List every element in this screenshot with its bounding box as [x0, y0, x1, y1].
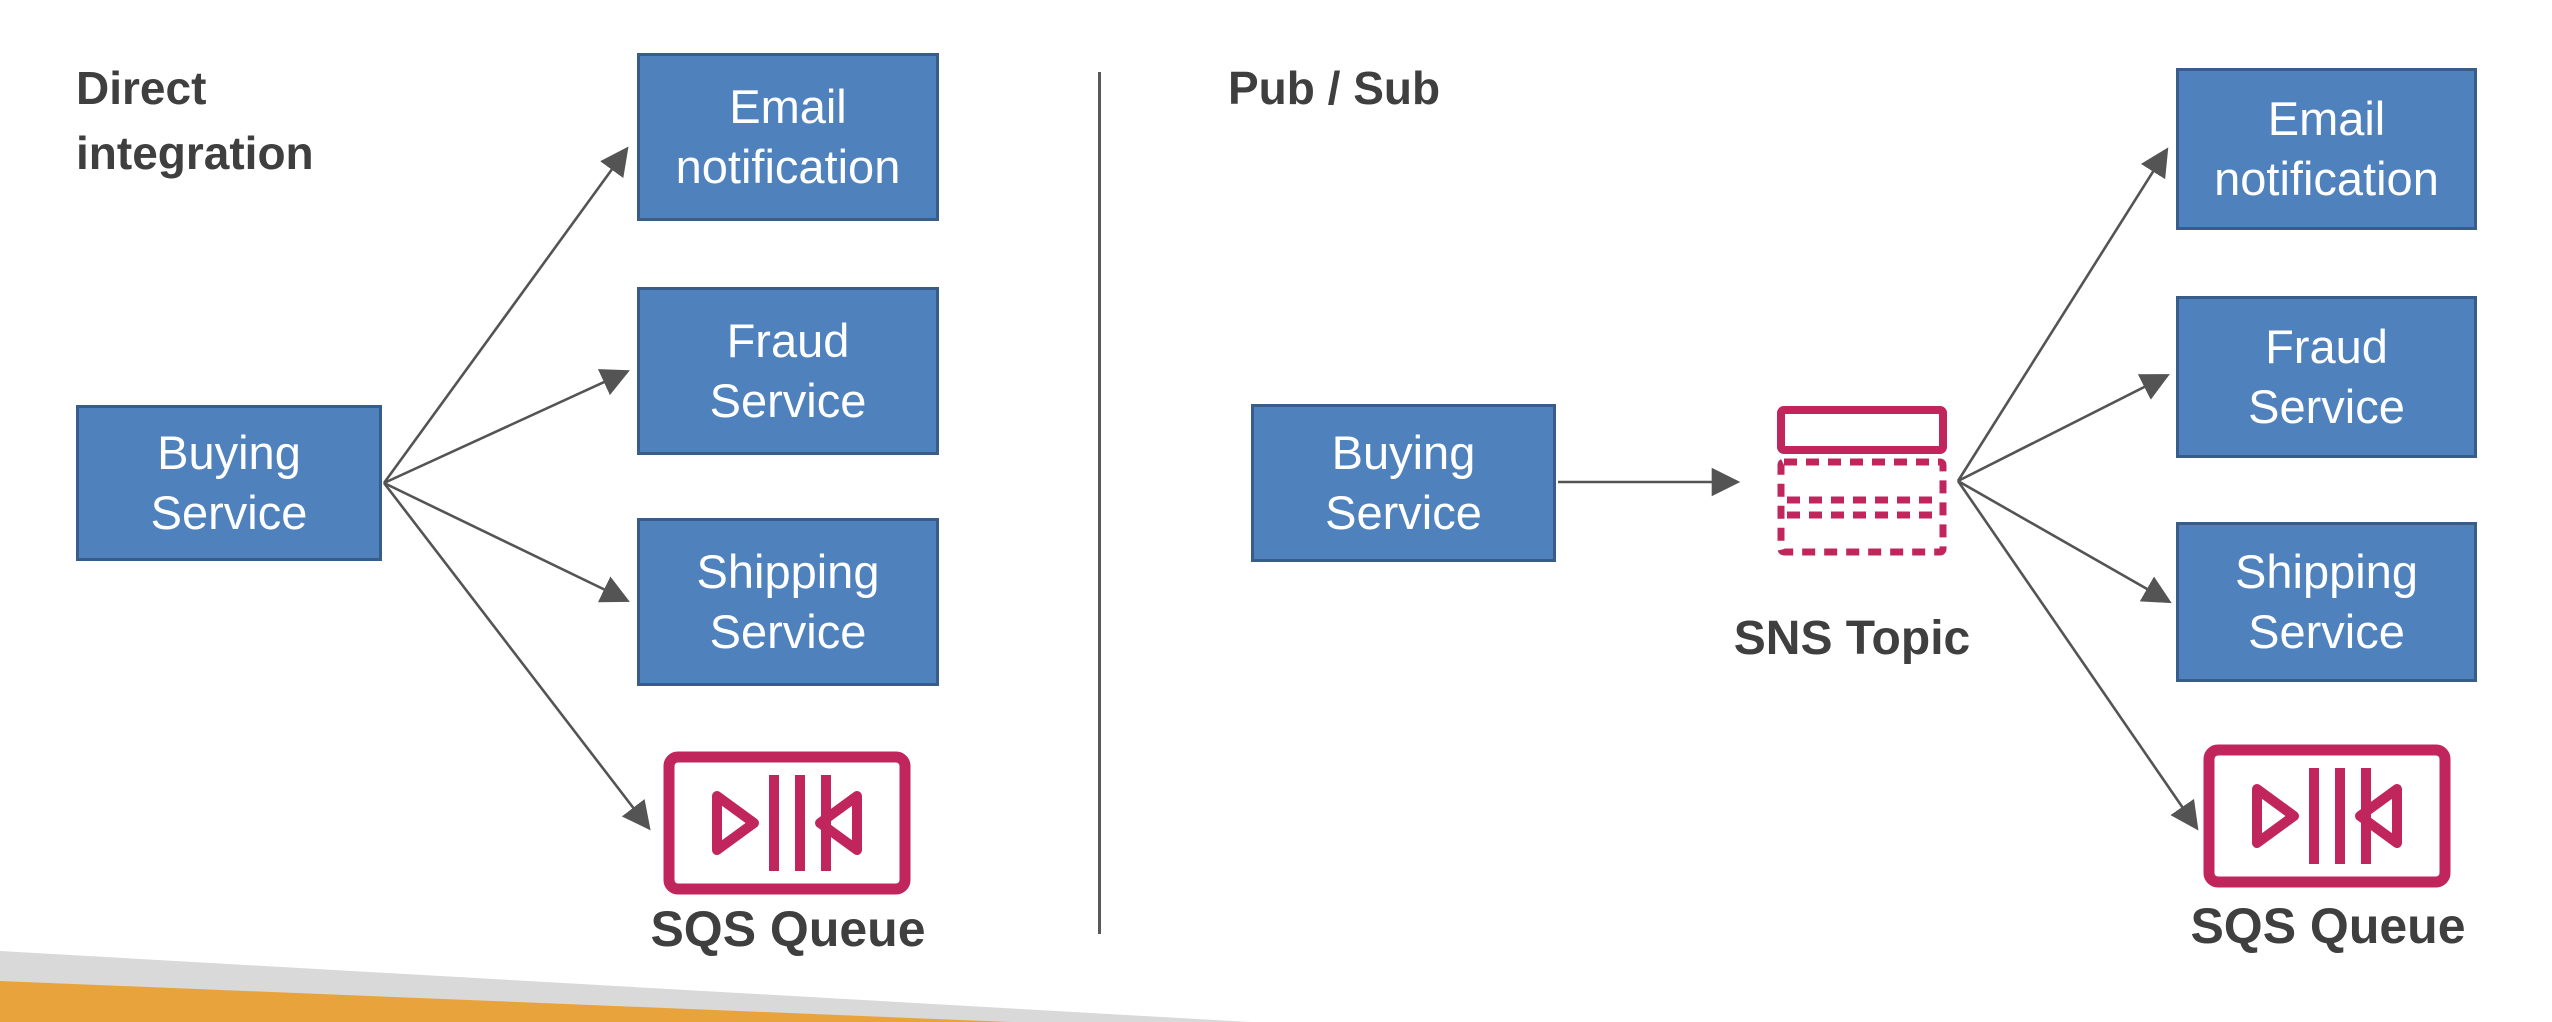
arrow-left-buying-to-sqs	[382, 482, 651, 831]
panel-divider	[1098, 72, 1101, 934]
left-buying-service-box: Buying Service	[76, 405, 382, 561]
left-sqs-queue-label: SQS Queue	[650, 901, 926, 957]
arrow-right-sns-to-email	[1956, 147, 2169, 482]
right-fraud-service-box: Fraud Service	[2176, 296, 2477, 458]
arrow-right-sns-to-sqs	[1956, 480, 2199, 831]
left-email-notification-box: Email notification	[637, 53, 939, 221]
left-shipping-service-box: Shipping Service	[637, 518, 939, 686]
arrow-left-buying-to-email	[382, 146, 629, 484]
right-sqs-queue-label: SQS Queue	[2190, 898, 2466, 954]
right-shipping-service-box: Shipping Service	[2176, 522, 2477, 682]
right-panel-title: Pub / Sub	[1228, 62, 1441, 114]
sqs-queue-icon-right	[2203, 744, 2451, 888]
sns-topic-icon	[1777, 406, 1947, 556]
arrow-right-sns-to-shipping	[1957, 479, 2172, 604]
left-panel-title: Direct integration	[76, 62, 314, 180]
arrow-left-buying-to-fraud	[383, 369, 630, 485]
right-buying-service-box: Buying Service	[1251, 404, 1556, 562]
left-fraud-service-box: Fraud Service	[637, 287, 939, 455]
arrow-left-buying-to-shipping	[383, 481, 630, 603]
arrow-right-sns-to-fraud	[1957, 374, 2170, 483]
sqs-queue-icon	[663, 751, 911, 895]
right-email-notification-box: Email notification	[2176, 68, 2477, 230]
sns-topic-label: SNS Topic	[1733, 612, 1971, 665]
